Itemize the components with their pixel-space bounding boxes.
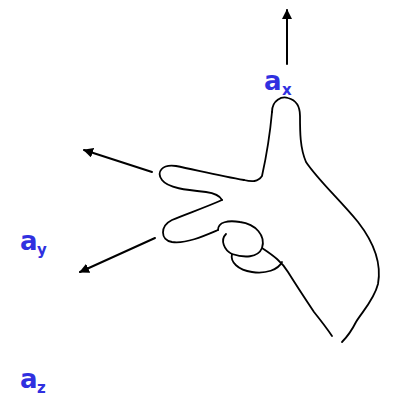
hand-outline xyxy=(160,98,379,342)
axis-subscript: z xyxy=(37,381,46,396)
middle-finger xyxy=(163,200,222,242)
vector-symbol: a xyxy=(264,68,282,94)
axis-subscript: y xyxy=(37,243,47,258)
thumb-left-edge xyxy=(244,112,272,181)
vector-symbol: a xyxy=(20,228,38,254)
palm-edge xyxy=(262,248,332,336)
thumb-and-wrist-right xyxy=(272,98,379,342)
x-arrow xyxy=(286,10,288,64)
z-arrow xyxy=(80,238,155,272)
index-finger xyxy=(160,166,244,200)
ring-finger xyxy=(218,221,263,256)
axis-subscript: x xyxy=(282,83,292,98)
y-arrow xyxy=(84,150,152,172)
vector-symbol: a xyxy=(20,366,38,392)
